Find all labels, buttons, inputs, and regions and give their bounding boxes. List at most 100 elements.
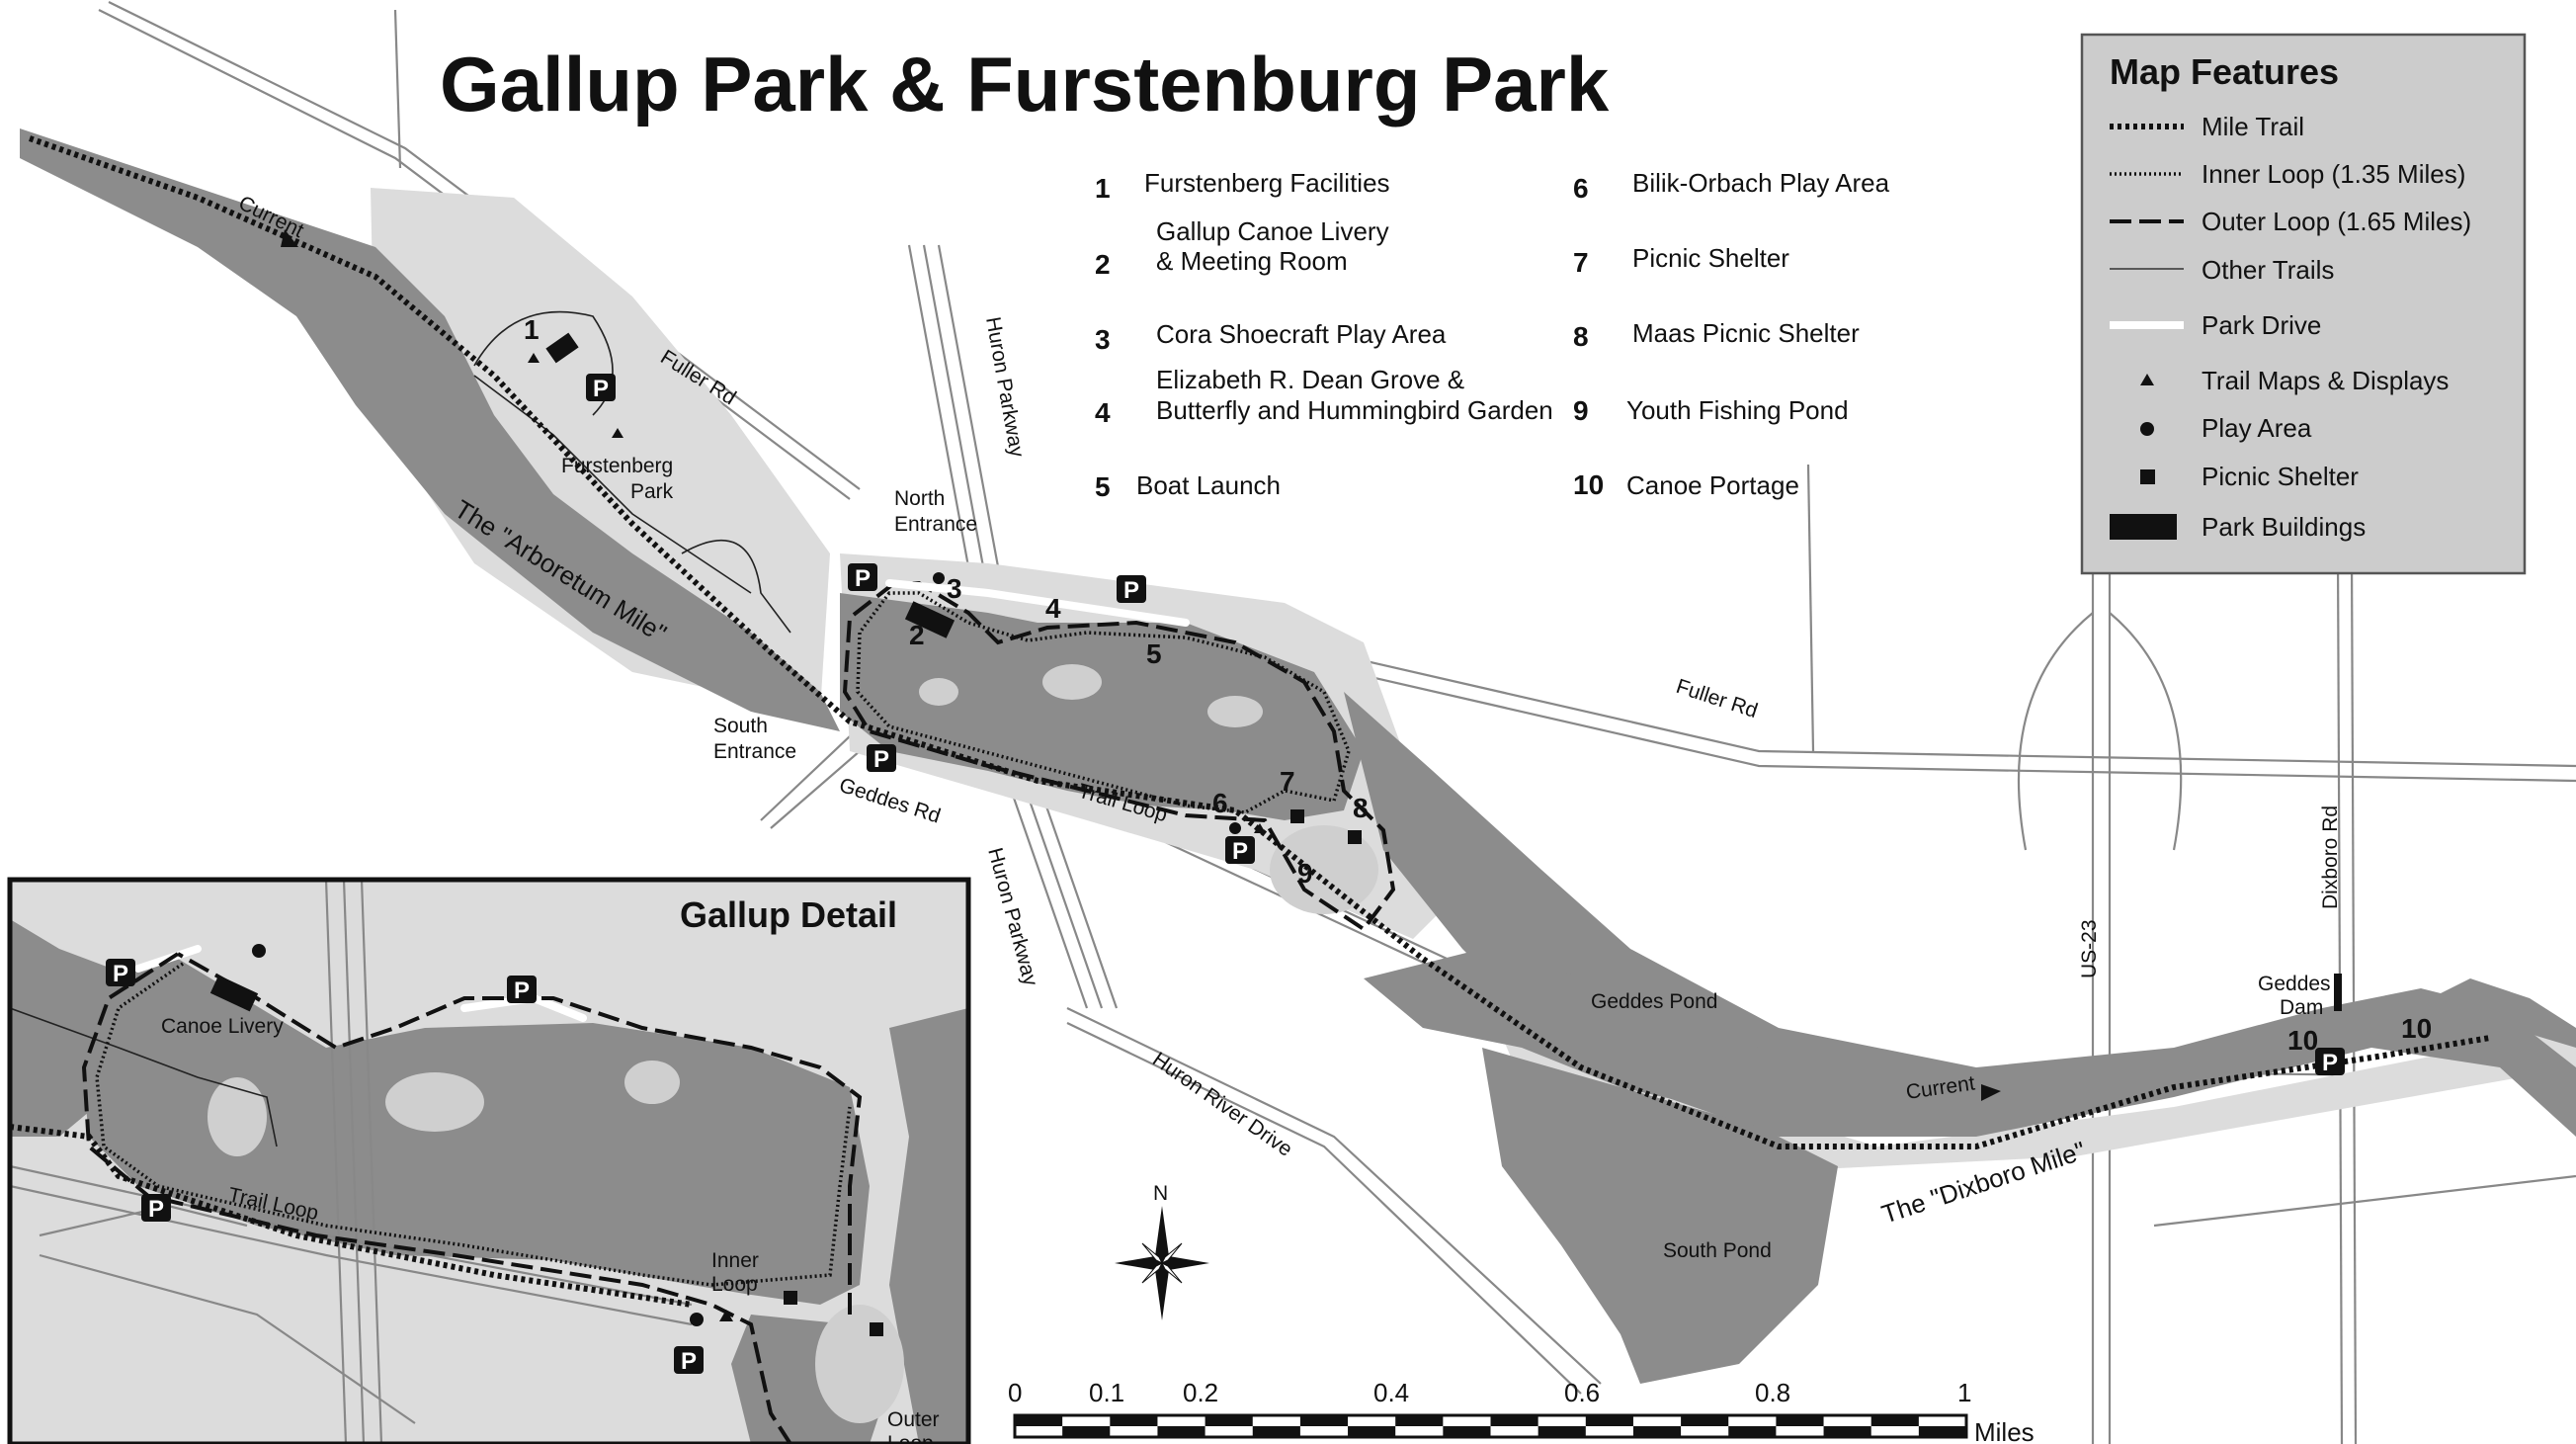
parking-icon: P xyxy=(141,1194,171,1223)
scale-segment xyxy=(1205,1415,1253,1426)
inset-island-3 xyxy=(208,1077,267,1156)
svg-text:P: P xyxy=(593,376,609,402)
map-numbers: 1 2 3 4 5 6 7 8 9 10 10 xyxy=(524,314,2432,1056)
key-num-8: 8 xyxy=(1573,321,1589,352)
key-label-7: Picnic Shelter xyxy=(1632,243,1789,273)
circle-icon xyxy=(690,1313,704,1326)
geddes-dam-label: Geddes xyxy=(2258,973,2331,995)
island-3 xyxy=(919,678,958,706)
inset-road-3 xyxy=(39,1253,416,1424)
compass-icon xyxy=(1155,1206,1169,1263)
svg-text:P: P xyxy=(855,565,871,592)
feature-key: 1 Furstenberg Facilities 2 Gallup Canoe … xyxy=(1095,168,1890,502)
svg-text:P: P xyxy=(681,1348,697,1375)
building-furstenberg xyxy=(545,332,579,364)
scale-segment xyxy=(1823,1426,1871,1437)
road-south-east xyxy=(2153,1174,2576,1228)
map-features-legend: Map Features Mile Trail Inner Loop (1.35… xyxy=(2080,33,2527,575)
map-number-2: 2 xyxy=(909,620,925,650)
map-number-1: 1 xyxy=(524,314,540,345)
legend-item-park-drive: Park Drive xyxy=(2202,310,2321,340)
furstenberg-parkland xyxy=(371,188,830,712)
svg-text:P: P xyxy=(514,977,530,1004)
inset-title: Gallup Detail xyxy=(680,894,897,935)
scale-tick-0: 0 xyxy=(1008,1378,1022,1407)
north-arrow: N xyxy=(1115,1182,1209,1320)
furstenberg-park-label-2: Park xyxy=(630,480,674,503)
scale-segment xyxy=(1632,1426,1682,1437)
scale-segment xyxy=(1252,1426,1300,1437)
svg-text:P: P xyxy=(148,1196,164,1223)
geddes-rd-label: Geddes Rd xyxy=(836,774,943,828)
scale-segment xyxy=(1537,1426,1586,1437)
map-number-7: 7 xyxy=(1280,766,1295,797)
scale-tick-0.1: 0.1 xyxy=(1089,1378,1124,1407)
key-label-2b: & Meeting Room xyxy=(1156,246,1348,276)
parking-icon: P xyxy=(867,744,896,773)
inset-mile-trail xyxy=(10,1124,693,1308)
key-label-10: Canoe Portage xyxy=(1626,470,1799,500)
circle-icon xyxy=(252,944,266,958)
key-num-3: 3 xyxy=(1095,324,1111,355)
triangle-icon xyxy=(2140,374,2154,385)
key-label-9: Youth Fishing Pond xyxy=(1626,395,1849,425)
inset-inner-loop-label: Inner xyxy=(711,1249,759,1272)
triangle-icon xyxy=(528,353,540,363)
map-number-3: 3 xyxy=(947,573,962,604)
legend-item-picnic-shelter: Picnic Shelter xyxy=(2202,462,2359,491)
trail-maps-markers xyxy=(528,353,1266,833)
south-pond xyxy=(1482,1048,1838,1384)
legend-title: Map Features xyxy=(2110,51,2339,92)
mile-trail xyxy=(29,135,2491,1149)
inner-loop xyxy=(856,591,1351,814)
circle-icon xyxy=(1229,822,1241,834)
geddes-dam-label-2: Dam xyxy=(2280,996,2323,1019)
inset-frame xyxy=(7,877,971,1444)
dixboro-rd-b xyxy=(2350,552,2358,1444)
key-num-1: 1 xyxy=(1095,173,1111,204)
square-icon xyxy=(1290,809,1304,823)
fuller-rd-label-east: Fuller Rd xyxy=(1673,675,1760,722)
legend-item-inner-loop: Inner Loop (1.35 Miles) xyxy=(2202,159,2465,189)
legend-item-play-area: Play Area xyxy=(2202,413,2312,443)
gallup-detail-inset: P P P P Canoe Livery Trail Loop Inner Lo… xyxy=(7,877,971,1444)
lawns xyxy=(919,664,1378,914)
compass-icon-nw xyxy=(1141,1242,1164,1265)
map-number-4: 4 xyxy=(1045,593,1061,624)
rectangle-icon xyxy=(2110,514,2177,540)
parking-icon: P xyxy=(586,374,616,402)
inset-outer-loop xyxy=(81,952,863,1444)
legend-item-mile-trail: Mile Trail xyxy=(2202,112,2304,141)
key-label-5: Boat Launch xyxy=(1136,470,1281,500)
parking-icon: P xyxy=(1117,575,1146,604)
inset-building-canoe-livery xyxy=(209,975,259,1012)
fuller-rd-north-b xyxy=(108,1,861,490)
scale-segment xyxy=(1918,1426,1966,1437)
inset-river-east xyxy=(889,1008,968,1444)
svg-text:P: P xyxy=(873,746,889,773)
huron-river-drive xyxy=(1066,1007,1602,1385)
scale-segment xyxy=(1728,1426,1777,1437)
inset-inner-loop-label-2: Loop xyxy=(711,1273,758,1296)
scale-segment xyxy=(1110,1415,1158,1426)
map-number-8: 8 xyxy=(1353,793,1369,823)
key-label-1: Furstenberg Facilities xyxy=(1144,168,1390,198)
us-23-ramp-2 xyxy=(2109,612,2183,851)
legend-item-park-buildings: Park Buildings xyxy=(2202,512,2366,542)
map-number-10b: 10 xyxy=(2401,1013,2432,1044)
scale-segment xyxy=(1015,1415,1063,1426)
island-2 xyxy=(1207,696,1263,727)
map-number-5: 5 xyxy=(1146,638,1162,669)
svg-text:P: P xyxy=(1123,577,1139,604)
trail-furstenberg-3 xyxy=(681,539,791,634)
scale-unit: Miles xyxy=(1974,1417,2035,1444)
fishing-pond-island xyxy=(1270,825,1378,914)
scale-segment xyxy=(1299,1415,1349,1426)
scale-segment xyxy=(1062,1426,1111,1437)
inset-outer-loop-label-2: Loop xyxy=(887,1432,934,1444)
svg-text:P: P xyxy=(1232,838,1248,865)
geddes-pond-label: Geddes Pond xyxy=(1591,990,1717,1013)
huron-river-drive-b xyxy=(1066,1022,1582,1395)
legend-item-other-trails: Other Trails xyxy=(2202,255,2334,285)
